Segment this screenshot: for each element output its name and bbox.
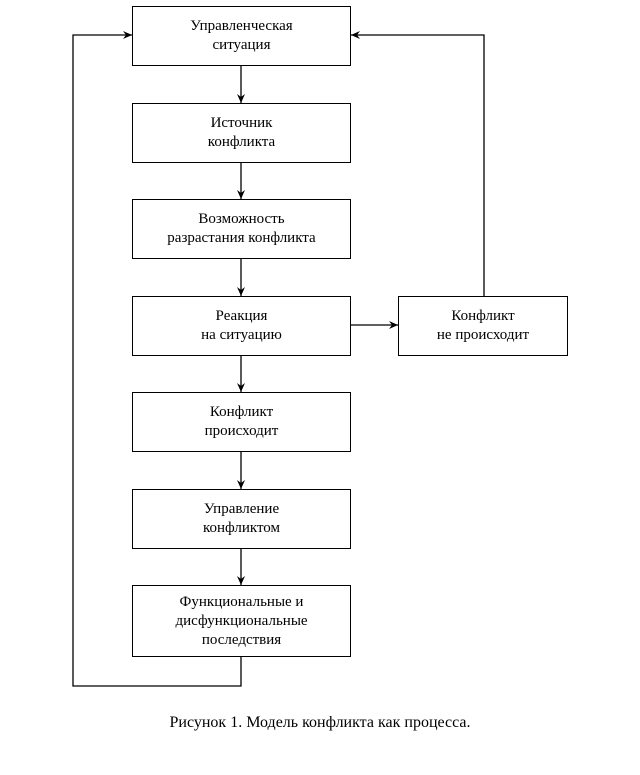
node-conflict-occurs-label: Конфликт происходит xyxy=(204,404,279,439)
node-consequences: Функциональные и дисфункциональные после… xyxy=(132,585,351,657)
node-reaction-label: Реакция на ситуацию xyxy=(201,308,282,343)
node-conflict-management: Управление конфликтом xyxy=(132,489,351,549)
feedback-loop-not-occurs-to-situation xyxy=(351,31,485,296)
node-consequences-label: Функциональные и дисфункциональные после… xyxy=(175,593,308,648)
node-managerial-situation: Управленческая ситуация xyxy=(132,6,351,66)
node-conflict-source: Источник конфликта xyxy=(132,103,351,163)
node-managerial-situation-label: Управленческая ситуация xyxy=(190,18,293,53)
node-escalation-possibility-label: Возможность разрастания конфликта xyxy=(167,211,316,246)
feedback-loop-consequences-to-situation xyxy=(72,31,242,687)
node-conflict-occurs: Конфликт происходит xyxy=(132,392,351,452)
node-escalation-possibility: Возможность разрастания конфликта xyxy=(132,199,351,259)
node-conflict-not-occurs: Конфликт не происходит xyxy=(398,296,568,356)
node-reaction: Реакция на ситуацию xyxy=(132,296,351,356)
node-conflict-source-label: Источник конфликта xyxy=(207,115,276,150)
node-conflict-not-occurs-label: Конфликт не происходит xyxy=(436,308,530,343)
figure-caption: Рисунок 1. Модель конфликта как процесса… xyxy=(169,714,471,731)
node-conflict-management-label: Управление конфликтом xyxy=(202,501,281,536)
